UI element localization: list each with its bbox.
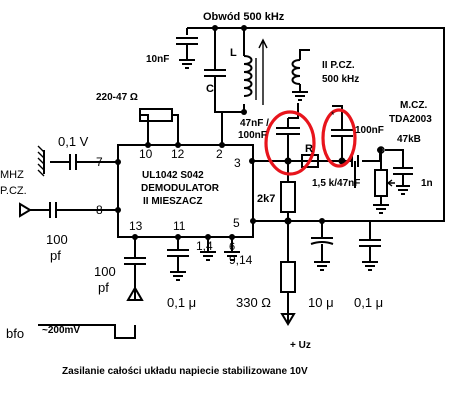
capacitor-01u-left [167, 249, 189, 281]
label-star: * [331, 110, 335, 120]
capacitor-10u [310, 237, 334, 271]
capacitor-100pf-bfo [124, 257, 146, 301]
label-mcz-1: M.CZ. [400, 100, 427, 111]
label-pin-5: 5 [233, 216, 240, 230]
label-01v: 0,1 V [58, 134, 89, 149]
capacitor-01u-right [359, 239, 381, 271]
label-100pf-2b: pf [98, 280, 109, 295]
label-res-r: R [305, 143, 313, 155]
label-pin-13: 13 [129, 219, 143, 233]
capacitor-100pf-input [19, 202, 80, 218]
ground-pins [200, 251, 240, 261]
label-res-feedback: 220-47 Ω [96, 92, 138, 103]
label-pin-7: 7 [96, 155, 103, 169]
capacitor-c [204, 48, 226, 96]
label-res-rc: 1,5 k/47nF [312, 178, 360, 189]
label-100pf-1a: 100 [46, 232, 68, 247]
label-10u: 10 μ [308, 295, 334, 310]
label-mcz-2: TDA2003 [389, 114, 432, 125]
label-pin-11: 11 [173, 219, 186, 233]
capacitor-1n [393, 167, 413, 195]
capacitor-star [331, 120, 353, 152]
label-pin-8: 8 [96, 203, 103, 217]
capacitor-10nf-top [176, 37, 198, 69]
label-pin-10: 10 [139, 147, 153, 161]
label-10nf-top: 10nF [146, 54, 169, 65]
potentiometer-47kb [373, 146, 395, 214]
label-2k7: 2k7 [257, 193, 275, 205]
label-pin-914: 9,14 [229, 253, 253, 267]
label-circuit-name: Obwód 500 kHz [203, 11, 285, 23]
label-100pf-2a: 100 [94, 264, 116, 279]
coil-l [243, 38, 268, 105]
label-coil-l: L [230, 47, 237, 59]
supply-arrow [280, 313, 296, 326]
label-47nf-2: 100nF [238, 130, 267, 141]
label-100pf-1b: pf [50, 248, 61, 263]
label-uz: + Uz [290, 340, 311, 351]
label-if-2: 500 kHz [322, 74, 359, 85]
resistor-2k7 [280, 181, 296, 213]
label-cap-c: C [206, 83, 214, 95]
highlight-circle-star [321, 108, 357, 168]
resistor-330 [280, 261, 296, 293]
coil-secondary [291, 49, 310, 101]
wires [30, 27, 445, 339]
label-100nf: 100nF [355, 125, 384, 136]
label-330: 330 Ω [236, 295, 271, 310]
label-01u-right: 0,1 μ [354, 295, 383, 310]
label-mcz-3: 47kB [397, 134, 421, 145]
resistor-r [301, 154, 319, 168]
capacitor-47nf [276, 118, 300, 148]
label-pin-2: 2 [216, 147, 223, 161]
label-mhz: MHZ [0, 169, 24, 181]
highlight-circle-47nf [264, 110, 316, 176]
capacitor-input [37, 145, 95, 177]
ic-ul1042 [117, 144, 254, 238]
resistor-220-47 [139, 108, 173, 122]
label-pin-6: 6 [229, 241, 235, 253]
label-if-1: II P.CZ. [322, 60, 355, 71]
label-ic-line2: DEMODULATOR [141, 183, 220, 194]
label-01u-left: 0,1 μ [167, 295, 196, 310]
label-bfo-level: ~200mV [42, 325, 80, 336]
label-ic-line1: UL1042 S042 [142, 170, 204, 181]
label-pcz: P.CZ. [0, 185, 27, 197]
caption: Zasilanie całości układu napiecie stabil… [62, 366, 308, 377]
label-1n: 1n [421, 178, 433, 189]
label-47nf-1: 47nF / [240, 118, 269, 129]
label-pin-14: 1,4 [196, 239, 213, 253]
label-pin-12: 12 [171, 147, 185, 161]
label-ic-line3: II MIESZACZ [143, 196, 202, 207]
label-bfo: bfo [6, 326, 24, 341]
label-pin-3: 3 [234, 156, 241, 170]
